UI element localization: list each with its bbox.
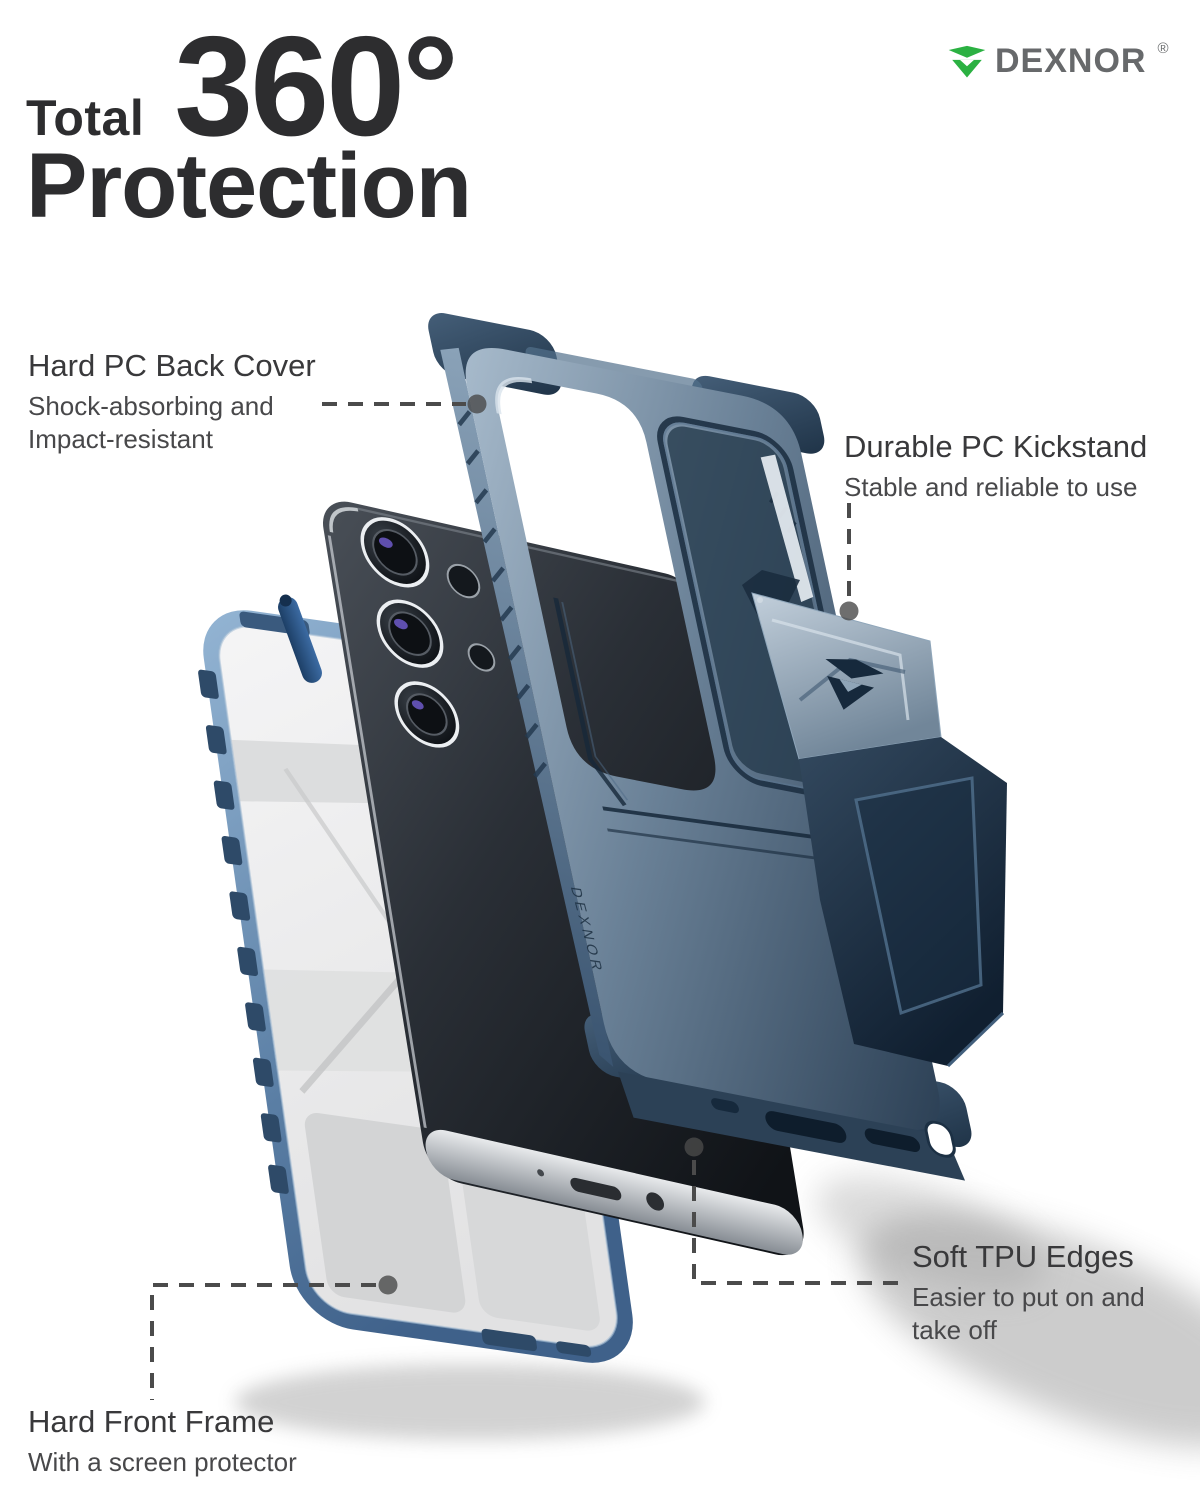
ground-shadow <box>235 1176 1200 1447</box>
frame-grip-notches <box>198 669 289 1194</box>
callout-back-cover-title: Hard PC Back Cover <box>28 348 316 383</box>
callout-tpu-desc-2: take off <box>912 1315 997 1346</box>
camera-lenses <box>360 517 496 748</box>
leader-frame-line <box>150 1283 376 1400</box>
callout-kickstand-title: Durable PC Kickstand <box>844 429 1148 464</box>
case-back-cover <box>465 348 940 1130</box>
callout-tpu-title: Soft TPU Edges <box>912 1239 1134 1274</box>
page-title: Total 360° Protection <box>26 7 472 237</box>
shield-icon <box>948 45 986 77</box>
kickstand-logo <box>825 658 884 710</box>
usb-port <box>570 1177 622 1201</box>
callout-front-frame-desc-1: With a screen protector <box>28 1447 297 1478</box>
case-side-edge <box>440 347 614 1067</box>
mic-hole <box>537 1169 545 1177</box>
leader-tpu-line <box>692 1160 902 1285</box>
camera-lens-3 <box>394 681 460 748</box>
callout-kickstand: Durable PC Kickstand Stable and reliable… <box>844 429 1148 504</box>
callout-front-frame-title: Hard Front Frame <box>28 1404 275 1439</box>
kickstand <box>742 570 1007 1068</box>
s-pen <box>278 594 322 683</box>
case-grip-ridges <box>457 410 547 778</box>
speaker-hole <box>646 1192 665 1211</box>
title-protection: Protection <box>26 135 472 237</box>
title-360: 360° <box>174 7 459 166</box>
leader-tpu-dot <box>684 1137 704 1157</box>
leader-kickstand-dot <box>839 601 859 621</box>
camera-lens-tele2 <box>467 643 496 672</box>
case-bottom-edge <box>618 1071 966 1181</box>
title-total: Total <box>26 90 145 146</box>
camera-lens-tele <box>446 563 481 599</box>
phone-bottom-edge <box>425 1129 803 1255</box>
camera-lens-1 <box>360 517 430 588</box>
callout-back-cover-desc-2: Impact-resistant <box>28 424 213 455</box>
brand-name: DEXNOR <box>995 42 1147 80</box>
callout-front-frame: Hard Front Frame With a screen protector <box>28 1404 297 1479</box>
registered-mark: ® <box>1157 40 1169 57</box>
callout-tpu-edges: Soft TPU Edges Easier to put on and take… <box>912 1239 1145 1347</box>
camera-lens-2 <box>376 599 444 668</box>
callout-back-cover: Hard PC Back Cover Shock-absorbing and I… <box>28 348 316 456</box>
callout-tpu-desc-1: Easier to put on and <box>912 1282 1145 1313</box>
leader-frame-dot <box>378 1275 398 1295</box>
brand-logo: DEXNOR ® <box>948 40 1169 81</box>
callout-kickstand-desc-1: Stable and reliable to use <box>844 472 1138 503</box>
callout-back-cover-desc-1: Shock-absorbing and <box>28 391 274 422</box>
camera-cutout-highlight <box>495 377 533 415</box>
leader-back-cover-dot <box>467 394 487 414</box>
lanyard-hole <box>924 1120 956 1158</box>
